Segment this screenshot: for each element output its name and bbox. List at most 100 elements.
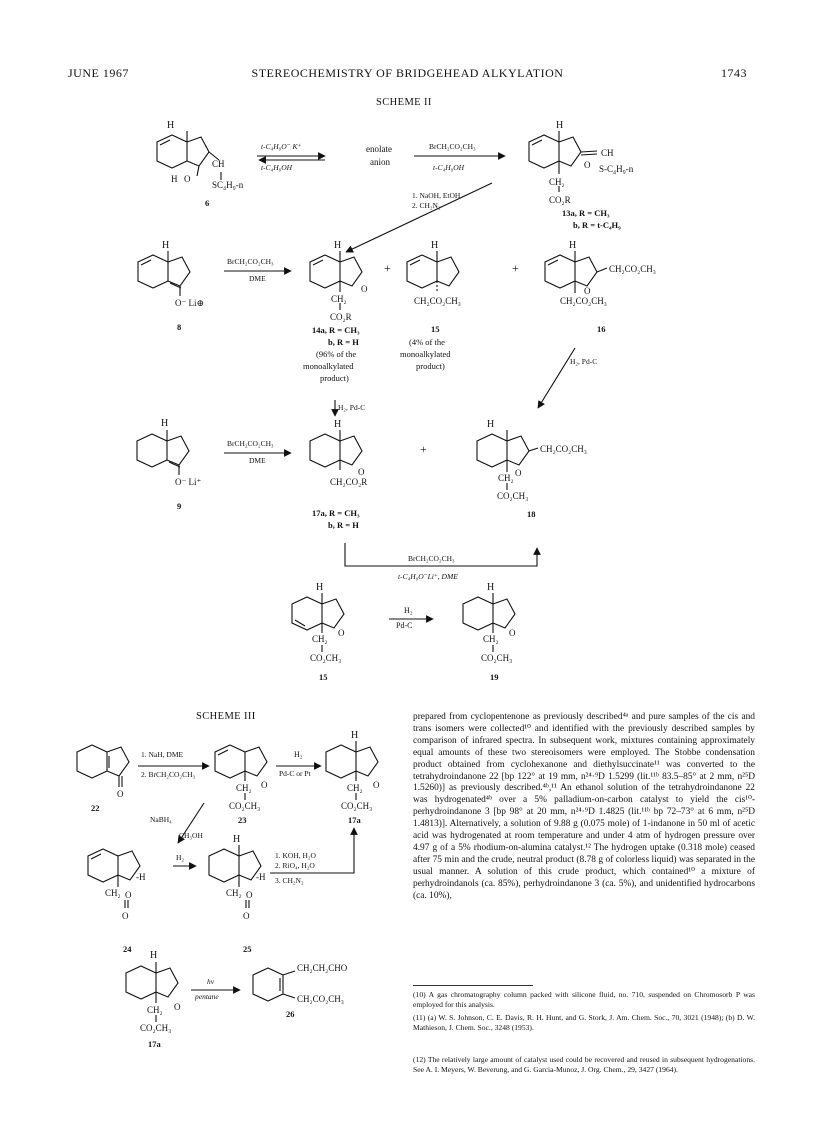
- atom-o: O: [243, 911, 250, 921]
- substituent-co2r: CO₂R: [549, 195, 571, 205]
- footnote-10: (10) A gas chromatography column packed …: [413, 990, 755, 1009]
- substituent-ch2co2ch3: CH₂CO₂CH₃: [540, 444, 587, 454]
- compound-15-bottom-structure: [291, 593, 345, 652]
- substituent-ch2: CH₂: [347, 783, 363, 793]
- compound-label: b, R = t-C₄H₉: [573, 220, 621, 230]
- substituent-co2ch3: CO₂CH₃: [481, 653, 512, 663]
- substituent-sc4h9: SC₄H₉-n: [212, 180, 244, 190]
- footnote-12: (12) The relatively large amount of cata…: [413, 1055, 755, 1074]
- atom-h: H: [569, 240, 576, 251]
- substituent-ch2: CH₂: [147, 1005, 163, 1015]
- compound-24-structure: [87, 848, 141, 908]
- atom-o: O: [246, 890, 253, 900]
- compound-9-structure: [136, 430, 190, 475]
- scheme-iii-title: SCHEME III: [196, 711, 256, 722]
- substituent-ch2co2ch3: CH₂CO₂CH₃: [560, 296, 607, 306]
- atom-ch: CH: [212, 159, 225, 169]
- compound-label: b, R = H: [328, 337, 359, 347]
- atom-o: O: [361, 284, 368, 294]
- reagent-label: H₂: [176, 853, 184, 862]
- substituent-sc4h9: S-C₄H₉-n: [599, 164, 634, 174]
- reagent-label: 2. CH₂N₂: [412, 201, 441, 210]
- substituent-co2ch3: CO₂CH₃: [341, 801, 372, 811]
- atom-o-li: O⁻ Li⁺: [175, 477, 201, 487]
- plus-sign: +: [512, 261, 519, 275]
- reagent-label: H₂: [294, 750, 303, 759]
- reagent-label: DME: [249, 456, 266, 465]
- reagent-label: Pd-C: [396, 621, 412, 630]
- atom-h: H: [351, 730, 358, 741]
- reagent-label: BrCH₂CO₂CH₃: [227, 439, 274, 448]
- reagent-label: H₂: [404, 606, 413, 615]
- intermediate-label: enolate: [366, 144, 392, 154]
- reagent-label: 1. NaOH, EtOH: [412, 191, 461, 200]
- atom-h: H: [171, 174, 178, 184]
- compound-19-structure: [462, 593, 516, 652]
- compound-16-structure: [544, 251, 608, 293]
- compound-label: 26: [286, 1009, 295, 1019]
- compound-label: 17a: [348, 815, 362, 825]
- atom-h: H: [162, 240, 169, 251]
- compound-label: 18: [527, 509, 536, 519]
- atom-o: O: [117, 789, 124, 799]
- atom-h: H: [316, 582, 323, 593]
- compound-8-structure: [137, 251, 191, 296]
- reagent-label: NaBH₄: [150, 815, 172, 824]
- compound-15-structure: [406, 251, 460, 293]
- running-header-date: JUNE 1967: [68, 66, 129, 80]
- compound-13-structure: [528, 131, 598, 192]
- compound-26-structure: [252, 967, 296, 1002]
- atom-o: O: [122, 911, 129, 921]
- yield-note: monoalkylated: [303, 361, 354, 371]
- atom-h: H: [431, 240, 438, 251]
- substituent-ch2co2ch3: CH₂CO₂CH₃: [414, 296, 461, 306]
- page-number: 1743: [721, 66, 747, 80]
- compound-6-structure: [156, 131, 222, 180]
- atom-o: O: [261, 780, 268, 790]
- substituent-co2r: CO₂R: [330, 312, 352, 322]
- substituent-ch2: CH₂: [483, 634, 499, 644]
- compound-label: 9: [177, 501, 181, 511]
- reagent-label: t-C₄H₉O⁻Li⁺, DME: [398, 572, 458, 581]
- atom-h: H: [150, 950, 157, 961]
- intermediate-label: anion: [370, 157, 390, 167]
- reagent-label: hν: [207, 977, 215, 986]
- reagent-label: 2. BrCH₂CO₂CH₃: [141, 770, 195, 779]
- yield-note: (96% of the: [316, 349, 356, 359]
- scheme-ii-title: SCHEME II: [376, 97, 432, 108]
- substituent-ch2: CH₂: [498, 473, 514, 483]
- reagent-label: pentane: [194, 992, 219, 1001]
- substituent-co2ch3: CO₂CH₃: [140, 1023, 171, 1033]
- atom-o: O: [174, 1002, 181, 1012]
- atom-o: O: [358, 467, 365, 477]
- compound-18-structure: [476, 430, 539, 490]
- compound-label: 16: [597, 324, 606, 334]
- compound-label: 15: [319, 672, 328, 682]
- reagent-label: 1. KOH, H₂O: [275, 851, 317, 860]
- atom-o: O: [373, 780, 380, 790]
- plus-sign: +: [384, 261, 391, 275]
- substituent-co2ch3: CO₂CH₃: [497, 491, 528, 501]
- reagent-label: t-C₄H₉OH: [261, 163, 293, 172]
- running-header-title: STEREOCHEMISTRY OF BRIDGEHEAD ALKYLATION: [251, 66, 564, 80]
- substituent-ch2co2r: CH₂CO₂R: [330, 477, 367, 487]
- substituent-ch2: CH₂: [105, 888, 121, 898]
- substituent-co2ch3: CO₂CH₃: [310, 653, 341, 663]
- atom-h: H: [161, 418, 168, 429]
- substituent-ch2: CH₂: [236, 783, 252, 793]
- reagent-label: 1. NaH, DME: [141, 750, 183, 759]
- reagent-label: H₂, Pd-C: [338, 403, 365, 412]
- atom-o: O: [184, 174, 191, 184]
- reagent-label: t-C₄H₉O⁻ K⁺: [261, 142, 301, 151]
- footnote-11: (11) (a) W. S. Johnson, C. E. Davis, R. …: [413, 1013, 755, 1032]
- atom-o: O: [584, 160, 591, 170]
- atom-o: O: [515, 468, 522, 478]
- atom-o: O: [584, 286, 591, 296]
- atom-h: -H: [136, 872, 146, 882]
- substituent-ch2: CH₂: [331, 294, 347, 304]
- substituent-ch2: CH₂: [226, 888, 242, 898]
- compound-17a-photo-structure: [125, 962, 179, 1022]
- compound-23-structure: [214, 744, 268, 800]
- reagent-label: DME: [249, 274, 266, 283]
- footnote-rule: [413, 985, 533, 986]
